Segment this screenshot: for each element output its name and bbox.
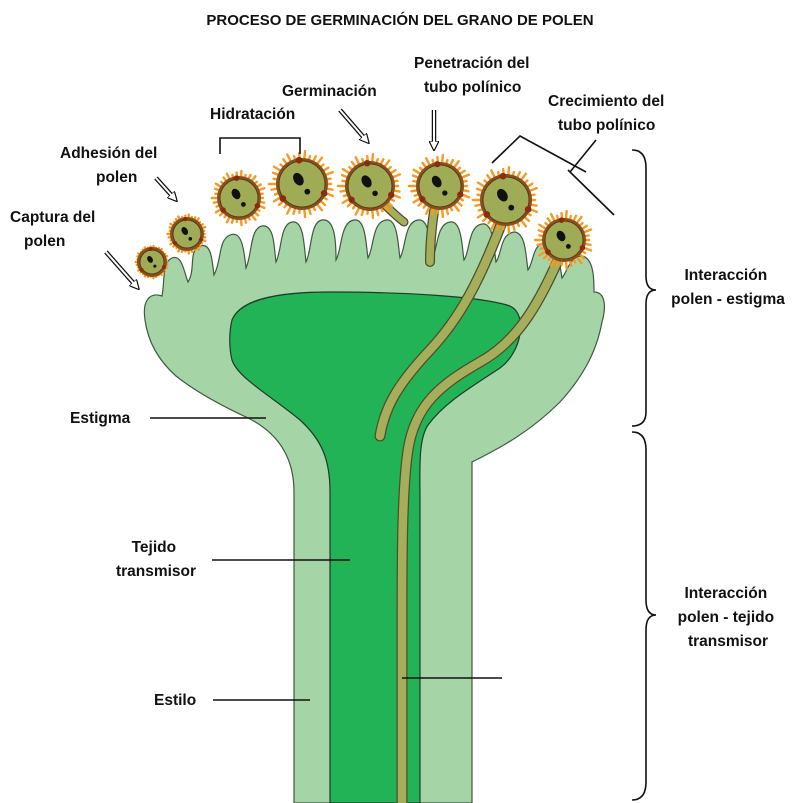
- pollen-nucleus: [304, 189, 310, 195]
- label-estigma: Estigma: [70, 410, 131, 427]
- label-interaccion-estigma: Interacción polen - estigma: [671, 267, 785, 308]
- label-adhesion: Adhesión del polen: [60, 145, 162, 186]
- pollen-nucleus: [566, 244, 571, 249]
- brace-polen-estigma: [632, 150, 656, 426]
- label-captura: Captura del polen: [10, 209, 100, 250]
- pollen-nucleus: [372, 191, 378, 197]
- pollen-nucleus: [153, 265, 156, 268]
- pollen-pore: [388, 192, 394, 198]
- label-interaccion-tejido: Interacción polen - tejido transmisor: [678, 585, 779, 650]
- pollen-nucleus: [189, 237, 193, 241]
- pollen-pore: [525, 206, 532, 213]
- pollen-pore: [234, 175, 240, 181]
- pollen-nucleus: [442, 190, 447, 195]
- pollen-nucleus: [241, 202, 246, 207]
- pollen-pore: [434, 161, 440, 167]
- pollen-pore: [220, 207, 226, 213]
- pollen-pore: [457, 191, 463, 197]
- pollen-pore: [140, 268, 144, 272]
- pollen-pore: [199, 238, 203, 242]
- pollen-pore: [545, 249, 551, 255]
- pollen-pore: [483, 211, 490, 218]
- pollen-pore: [183, 217, 187, 221]
- pollen-grain: [136, 246, 167, 278]
- pollen-grain: [473, 167, 537, 233]
- pollen-pore: [173, 241, 177, 245]
- label-hidratacion: Hidratación: [210, 106, 295, 123]
- phase-labels: Interacción polen - estigma Interacción …: [671, 267, 785, 650]
- label-germinacion: Germinación: [282, 83, 377, 100]
- pollen-pore: [296, 157, 303, 164]
- label-crecimiento: Crecimiento del tubo polínico: [548, 93, 669, 134]
- diagram-title: PROCESO DE GERMINACIÓN DEL GRANO DE POLE…: [206, 11, 593, 29]
- pollen-pore: [364, 160, 370, 166]
- pollen-grain: [409, 155, 469, 217]
- pollen-pore: [148, 247, 152, 251]
- pollen-pore: [559, 217, 565, 223]
- pollen-grain: [212, 171, 265, 225]
- pollen-pore: [162, 265, 166, 269]
- pollen-pore: [419, 196, 425, 202]
- pollen-pore: [321, 190, 328, 197]
- pollen-pore: [279, 195, 286, 202]
- pollen-nucleus: [508, 205, 514, 211]
- label-penetracion: Penetración del tubo polínico: [414, 55, 534, 96]
- pollen-pore: [500, 173, 507, 180]
- pollen-pore: [348, 197, 354, 203]
- hidratacion-bracket: [220, 138, 300, 154]
- pollen-pore: [255, 203, 261, 209]
- pollen-grain: [269, 151, 333, 217]
- pollen-pore: [580, 245, 586, 251]
- brace-polen-tejido: [632, 432, 656, 800]
- phase-braces: [632, 150, 656, 800]
- label-estilo: Estilo: [154, 692, 196, 709]
- part-labels: Estigma Tejido transmisor Estilo: [70, 410, 196, 709]
- label-tejido-transmisor: Tejido transmisor: [116, 539, 196, 580]
